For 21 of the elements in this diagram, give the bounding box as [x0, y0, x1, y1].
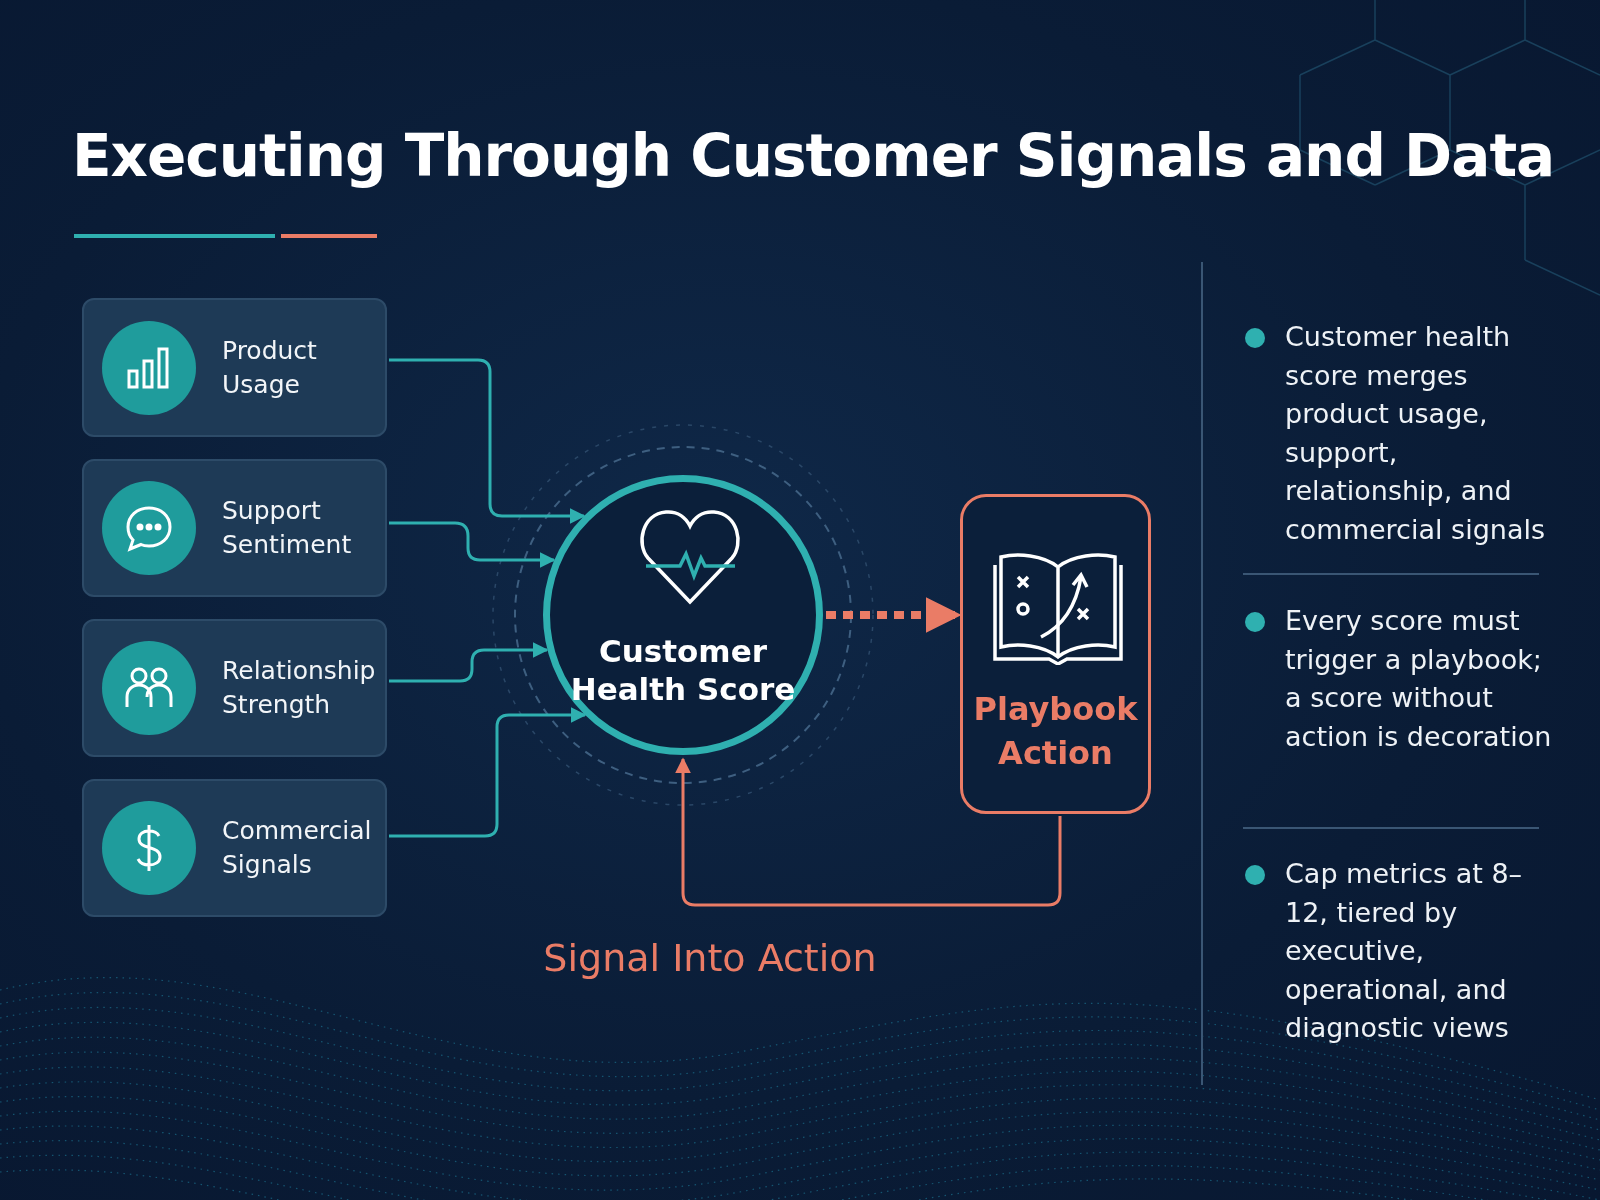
signal-card: [82, 298, 387, 437]
bullet-text: Customer health score merges product usage, support, relationship, and commercial signals: [1285, 320, 1546, 547]
signal-card: [82, 619, 387, 757]
arrow: [675, 757, 1062, 907]
signal-label: Support Sentiment: [222, 495, 353, 561]
signal-card: [82, 779, 387, 917]
signal-label: Commercial Signals: [222, 815, 373, 881]
arrow: [389, 707, 587, 838]
bullet-text: Cap metrics at 8–12, tiered by executive, operational, and diagnostic views: [1285, 857, 1524, 1045]
playbook-card: [960, 494, 1151, 814]
loop-caption: Signal Into Action: [542, 936, 878, 980]
action-label: Playbook Action: [972, 689, 1139, 774]
score-label: Customer Health Score: [570, 632, 796, 708]
title: Executing Through Customer Signals and Data: [72, 122, 1555, 190]
signal-label: Relationship Strength: [222, 655, 377, 721]
signal-card: [82, 459, 387, 597]
arrow: [389, 521, 556, 568]
arrow: [389, 358, 586, 524]
signal-label: Product Usage: [222, 334, 318, 401]
arrow: [389, 642, 549, 683]
bullet-text: Every score must trigger a playbook; a score without action is decoration: [1285, 604, 1553, 754]
